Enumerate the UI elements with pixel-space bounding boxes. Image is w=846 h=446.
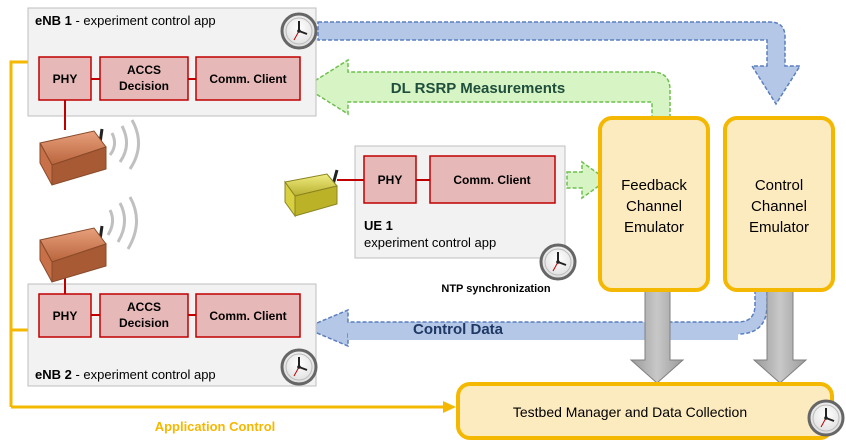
control-emulator-line-2: Channel — [751, 198, 807, 215]
clock-icon — [539, 243, 577, 281]
enb2-phy-label: PHY — [53, 309, 78, 323]
enb2-phy-block — [38, 293, 92, 338]
ue-device-icon — [284, 169, 339, 218]
enb2-comm-label: Comm. Client — [209, 309, 286, 323]
enb1-comm-label: Comm. Client — [209, 72, 286, 86]
enb1-title: eNB 1 - experiment control app — [35, 13, 216, 28]
feedback-emulator-line-2: Channel — [626, 198, 682, 215]
enb1-title-suffix: - experiment control app — [72, 13, 216, 28]
ue1-comm-label: Comm. Client — [453, 173, 530, 187]
clock-icon — [280, 12, 318, 50]
control-channel-emulator: Control Channel Emulator — [723, 116, 835, 292]
enb1-name: eNB 1 — [35, 13, 72, 28]
enb2-accs-block — [99, 293, 189, 338]
ue1-subtitle: experiment control app — [364, 235, 496, 250]
control-data-label: Control Data — [413, 321, 504, 338]
wireless-waves-icon — [106, 196, 138, 250]
enb2-panel: PHY ACCS Decision Comm. Client eNB 2 - e… — [27, 270, 317, 387]
control-emulator-line-3: Emulator — [749, 219, 809, 236]
enb2-accs-label-2: Decision — [119, 316, 169, 330]
enb2-comm-block — [195, 293, 301, 338]
green-arrow-dl-rsrp — [303, 58, 671, 119]
enb1-panel: eNB 1 - experiment control app PHY ACCS … — [27, 7, 317, 130]
enb1-comm-block — [195, 56, 301, 101]
clock-icon — [807, 399, 845, 437]
application-control-label: Application Control — [155, 419, 276, 434]
clock-icon — [280, 348, 318, 386]
dl-rsrp-label: DL RSRP Measurements — [391, 80, 566, 97]
enb2-accs-label-1: ACCS — [127, 300, 161, 314]
blue-arrow-to-control-emulator — [317, 21, 802, 106]
gray-arrow-feedback-to-testbed — [629, 289, 685, 384]
enb2-title: eNB 2 - experiment control app — [35, 367, 216, 382]
ue1-comm-block — [429, 155, 556, 204]
blue-arrow-control-data — [303, 289, 768, 348]
control-emulator-line-1: Control — [755, 177, 803, 194]
enb2-title-suffix: - experiment control app — [72, 367, 216, 382]
green-arrow-ue-to-feedback — [566, 160, 609, 200]
testbed-label: Testbed Manager and Data Collection — [513, 404, 747, 420]
ue1-panel: PHY Comm. Client UE 1 experiment control… — [337, 145, 566, 259]
ue1-phy-block — [363, 155, 417, 204]
ntp-sync-label: NTP synchronization — [441, 283, 550, 295]
ue1-phy-label: PHY — [378, 173, 403, 187]
feedback-channel-emulator: Feedback Channel Emulator — [598, 116, 710, 292]
feedback-emulator-line-1: Feedback — [621, 177, 687, 194]
enb1-phy-label: PHY — [53, 72, 78, 86]
enb1-accs-label-1: ACCS — [127, 63, 161, 77]
feedback-emulator-line-3: Emulator — [624, 219, 684, 236]
testbed-manager: Testbed Manager and Data Collection — [456, 382, 834, 440]
enb2-name: eNB 2 — [35, 367, 72, 382]
application-control-lines — [9, 56, 456, 413]
router-icon — [39, 128, 107, 186]
router-icon — [39, 225, 107, 283]
ue1-name: UE 1 — [364, 218, 393, 233]
enb1-accs-block — [99, 56, 189, 101]
gray-arrow-control-to-testbed — [752, 289, 808, 384]
enb1-accs-label-2: Decision — [119, 79, 169, 93]
wireless-waves-icon — [108, 119, 140, 170]
